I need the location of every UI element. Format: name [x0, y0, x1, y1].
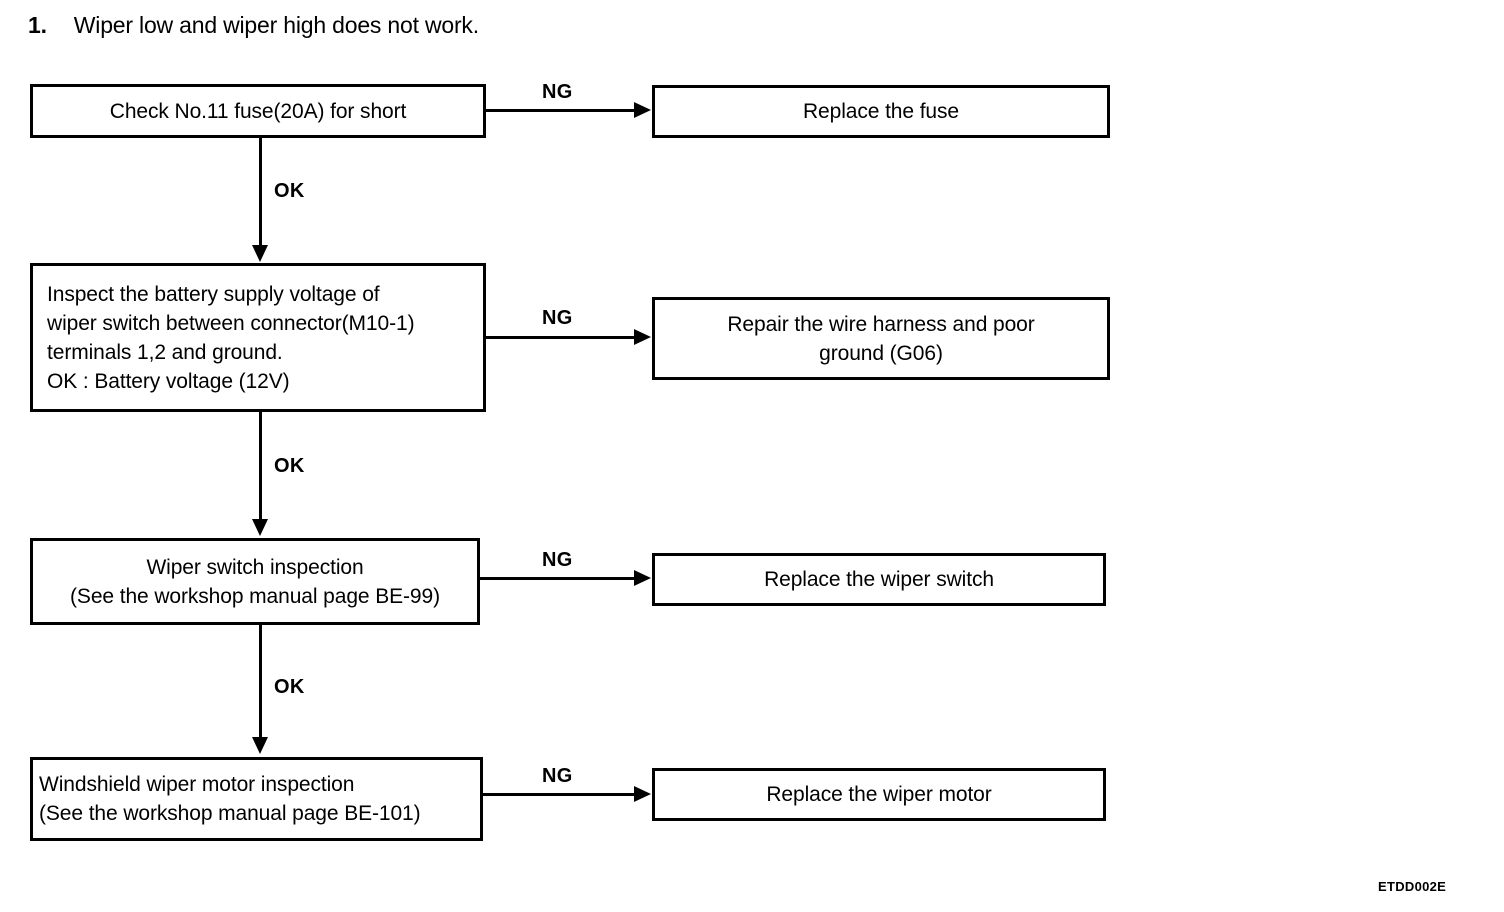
- step-box-wiper-switch-inspection[interactable]: Wiper switch inspection (See the worksho…: [30, 538, 480, 625]
- ng-arrow-head-4: [634, 786, 651, 802]
- ok-arrow-head-1: [252, 245, 268, 262]
- step-box-label: Wiper switch inspection (See the worksho…: [70, 555, 440, 608]
- ng-label-2: NG: [542, 307, 573, 329]
- ng-arrow-head-2: [634, 329, 651, 345]
- ok-arrow-head-3: [252, 737, 268, 754]
- ng-arrow-head-1: [634, 102, 651, 118]
- result-box-label: Replace the fuse: [802, 100, 959, 123]
- result-box-label: Repair the wire harness and poor ground …: [727, 312, 1035, 365]
- step-box-label: Check No.11 fuse(20A) for short: [109, 99, 407, 123]
- figure-code: ETDD002E: [1378, 879, 1447, 894]
- ok-label-3: OK: [274, 676, 305, 698]
- ok-connector-line-2: [259, 412, 262, 520]
- ng-connector-line-2: [486, 336, 636, 339]
- ng-label-1: NG: [542, 81, 573, 103]
- step-box-inspect-battery-supply-voltage[interactable]: Inspect the battery supply voltage of wi…: [30, 263, 486, 412]
- result-box-label: Replace the wiper switch: [764, 568, 994, 591]
- page-title: 1. Wiper low and wiper high does not wor…: [28, 12, 479, 39]
- heading-number: 1.: [28, 12, 47, 38]
- ok-connector-line-1: [259, 138, 262, 246]
- ok-label-2: OK: [274, 455, 305, 477]
- ng-connector-line-1: [486, 109, 636, 112]
- result-box-repair-wire-harness[interactable]: Repair the wire harness and poor ground …: [652, 297, 1110, 380]
- step-box-label: Inspect the battery supply voltage of wi…: [47, 282, 415, 393]
- ok-connector-line-3: [259, 625, 262, 738]
- ng-connector-line-3: [480, 577, 636, 580]
- ok-arrow-head-2: [252, 519, 268, 536]
- ng-arrow-head-3: [634, 570, 651, 586]
- step-box-check-fuse[interactable]: Check No.11 fuse(20A) for short: [30, 84, 486, 138]
- result-box-replace-fuse[interactable]: Replace the fuse: [652, 85, 1110, 138]
- ng-label-3: NG: [542, 549, 573, 571]
- result-box-label: Replace the wiper motor: [766, 783, 992, 806]
- result-box-replace-wiper-switch[interactable]: Replace the wiper switch: [652, 553, 1106, 606]
- result-box-replace-wiper-motor[interactable]: Replace the wiper motor: [652, 768, 1106, 821]
- heading-text: Wiper low and wiper high does not work.: [73, 12, 479, 38]
- ng-connector-line-4: [483, 793, 636, 796]
- ok-label-1: OK: [274, 180, 305, 202]
- step-box-label: Windshield wiper motor inspection (See t…: [39, 773, 421, 825]
- ng-label-4: NG: [542, 765, 573, 787]
- step-box-windshield-wiper-motor-inspection[interactable]: Windshield wiper motor inspection (See t…: [30, 757, 483, 841]
